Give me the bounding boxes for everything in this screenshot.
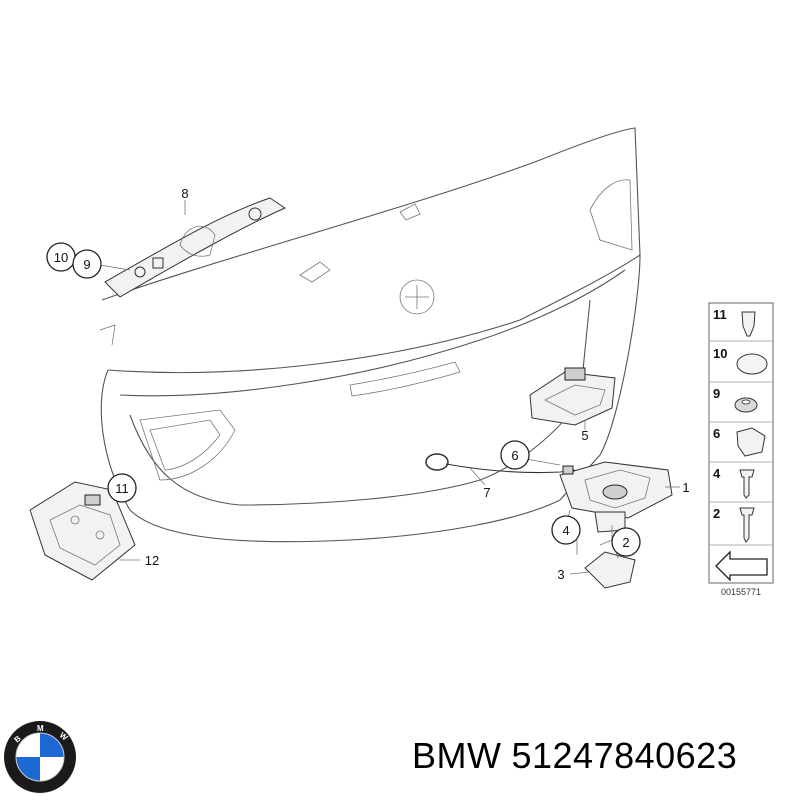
- legend-label-9: 9: [713, 386, 720, 401]
- svg-text:10: 10: [54, 250, 68, 265]
- brand-name: BMW: [412, 735, 502, 776]
- svg-text:12: 12: [145, 553, 159, 568]
- diagram-reference: 00155771: [721, 587, 761, 597]
- part-1-lock: [559, 461, 673, 533]
- part-number: 51247840623: [511, 735, 738, 776]
- legend-icon-grommet: [734, 397, 758, 413]
- callout-10: 10: [46, 242, 76, 272]
- parts-legend: 11 10 9 6 4 2 00155771: [708, 302, 774, 597]
- callout-11-left: 11: [107, 473, 137, 503]
- callout-1: 1: [682, 480, 689, 495]
- callout-6: 6: [500, 440, 530, 470]
- svg-text:2: 2: [622, 535, 629, 550]
- svg-text:11: 11: [115, 481, 129, 496]
- svg-text:9: 9: [83, 257, 90, 272]
- part-12-latch: [29, 481, 136, 581]
- bmw-logo: B M W: [4, 721, 76, 793]
- part-7-cable: [425, 453, 576, 475]
- legend-icon-clip: [741, 311, 756, 337]
- legend-icon-plug: [736, 353, 768, 375]
- callout-7: 7: [483, 485, 490, 500]
- callout-5: 5: [581, 428, 588, 443]
- svg-text:5: 5: [581, 428, 588, 443]
- legend-label-6: 6: [713, 426, 720, 441]
- callout-3: 3: [557, 567, 564, 582]
- legend-label-2: 2: [713, 506, 720, 521]
- legend-icon-screw-short: [739, 469, 755, 499]
- logo-letter-w: W: [58, 731, 70, 743]
- callout-8: 8: [181, 186, 188, 201]
- callout-4: 4: [551, 515, 581, 545]
- svg-text:7: 7: [483, 485, 490, 500]
- legend-icon-screw-long: [739, 507, 755, 543]
- callout-2: 2: [611, 527, 641, 557]
- legend-label-4: 4: [713, 466, 721, 481]
- logo-letter-b: B: [13, 734, 23, 745]
- svg-text:4: 4: [562, 523, 569, 538]
- callout-9: 9: [72, 249, 102, 279]
- svg-text:6: 6: [511, 448, 518, 463]
- part-5-switch: [529, 367, 616, 426]
- logo-letter-m: M: [37, 724, 44, 733]
- callout-12: 12: [145, 553, 159, 568]
- svg-text:8: 8: [181, 186, 188, 201]
- svg-text:1: 1: [682, 480, 689, 495]
- part-8-handle-trim: [104, 197, 287, 298]
- legend-icon-bracket: [736, 427, 766, 457]
- legend-label-10: 10: [713, 346, 727, 361]
- svg-text:3: 3: [557, 567, 564, 582]
- legend-label-11: 11: [713, 307, 727, 322]
- legend-arrow-icon: [715, 550, 768, 582]
